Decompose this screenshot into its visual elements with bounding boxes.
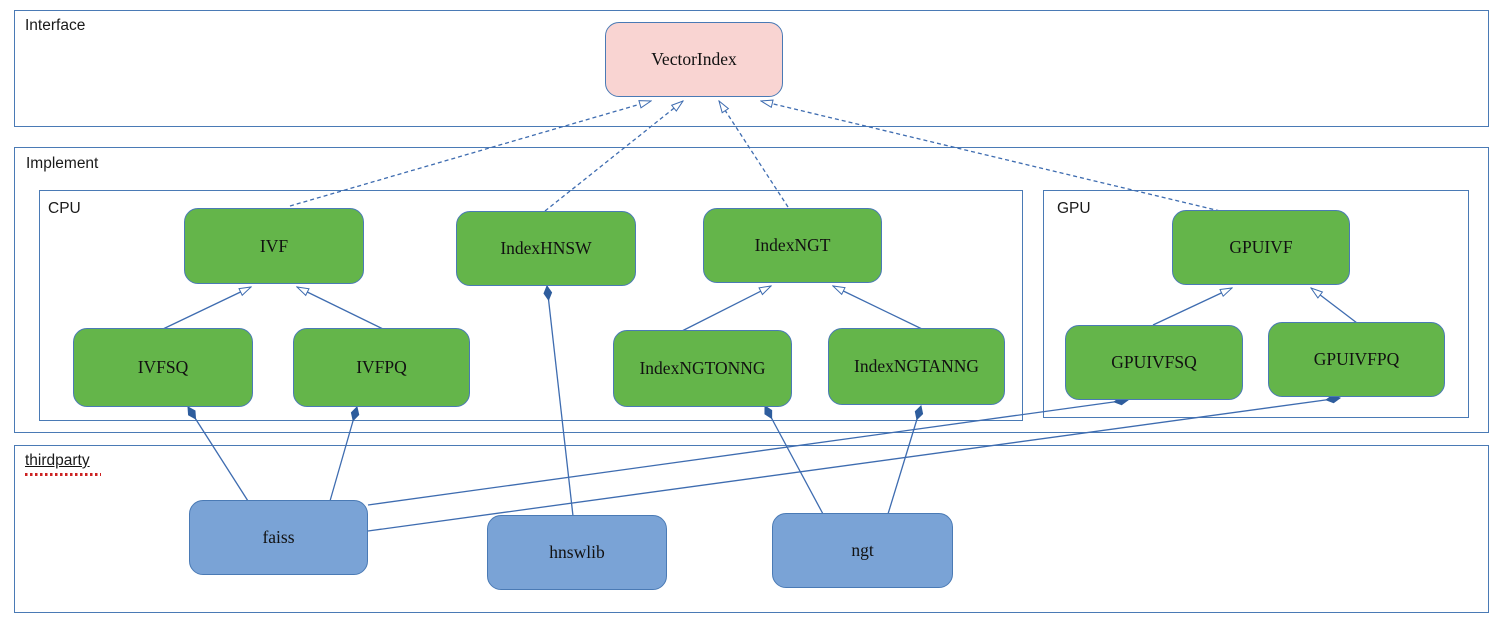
node-hnswlib[interactable]: hnswlib bbox=[487, 515, 667, 590]
spellcheck-squiggle bbox=[25, 473, 101, 476]
node-ngt[interactable]: ngt bbox=[772, 513, 953, 588]
node-indexngtonng[interactable]: IndexNGTONNG bbox=[613, 330, 792, 407]
node-gpuivfsq[interactable]: GPUIVFSQ bbox=[1065, 325, 1243, 400]
node-ivfpq[interactable]: IVFPQ bbox=[293, 328, 470, 407]
node-indexngt[interactable]: IndexNGT bbox=[703, 208, 882, 283]
node-indexngtanng[interactable]: IndexNGTANNG bbox=[828, 328, 1005, 405]
node-gpuivfpq[interactable]: GPUIVFPQ bbox=[1268, 322, 1445, 397]
interface-label: Interface bbox=[25, 17, 86, 34]
node-ivf[interactable]: IVF bbox=[184, 208, 364, 284]
node-faiss[interactable]: faiss bbox=[189, 500, 368, 575]
node-ivfsq[interactable]: IVFSQ bbox=[73, 328, 253, 407]
cpu-label: CPU bbox=[48, 200, 81, 217]
node-gpuivf[interactable]: GPUIVF bbox=[1172, 210, 1350, 285]
thirdparty-label: thirdparty bbox=[25, 452, 90, 469]
implement-label: Implement bbox=[26, 155, 99, 172]
gpu-label: GPU bbox=[1057, 200, 1091, 217]
node-indexhnsw[interactable]: IndexHNSW bbox=[456, 211, 636, 286]
node-vectorindex[interactable]: VectorIndex bbox=[605, 22, 783, 97]
